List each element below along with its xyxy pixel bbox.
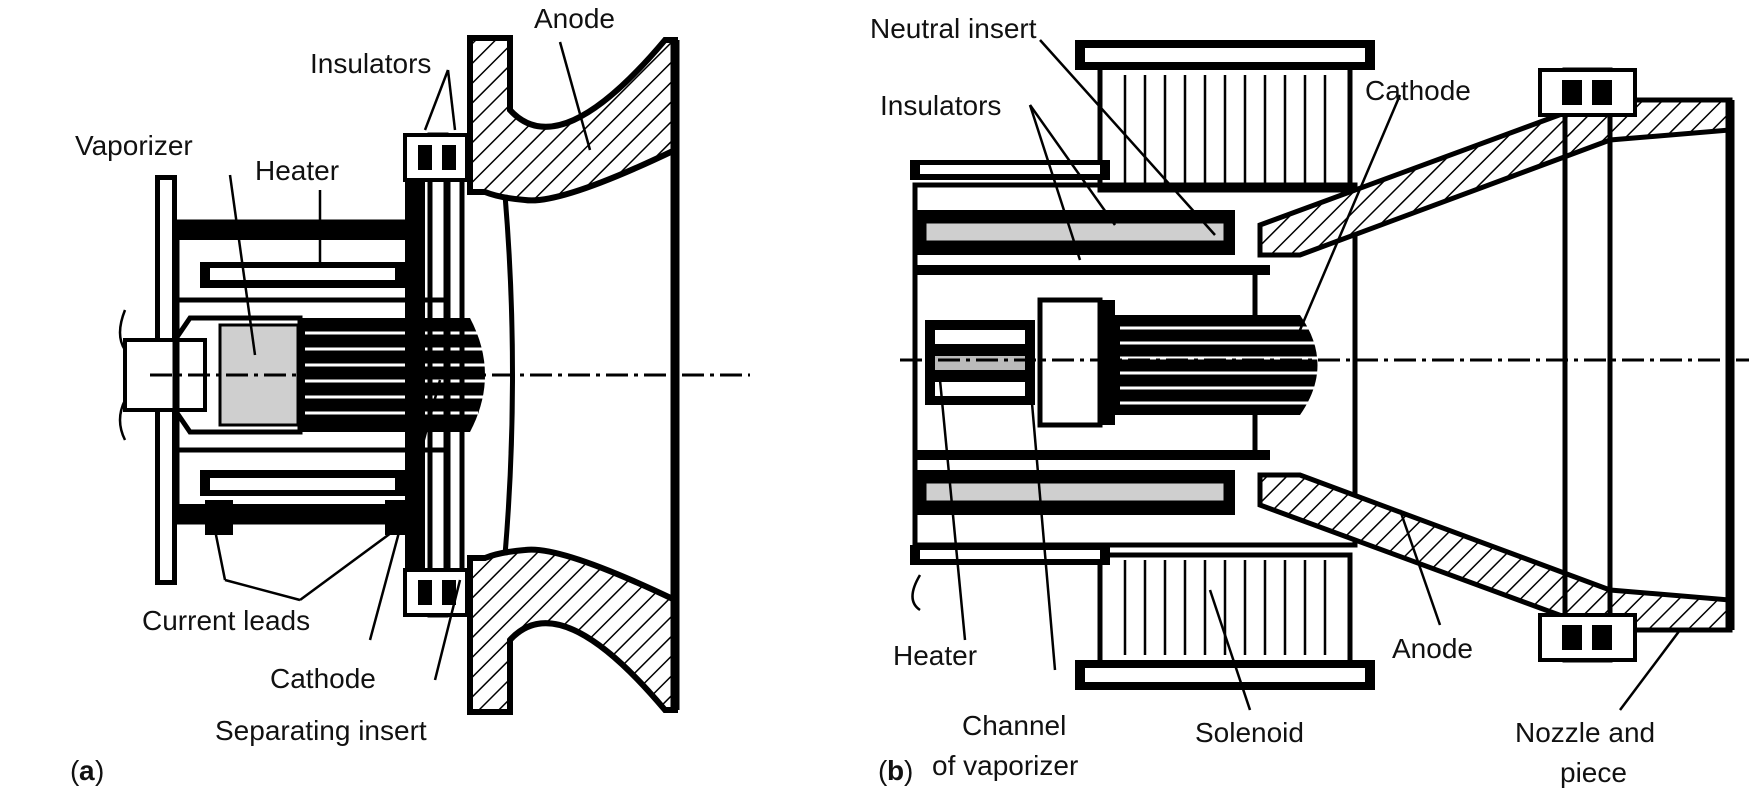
label-b-anode: Anode [1392,633,1473,664]
panel-b-vaporizer-channel [1037,297,1103,428]
panel-a-leaders [213,41,592,681]
label-a-separating-insert: Separating insert [215,715,427,746]
panel-a-heater-coil-top [200,262,405,288]
panel-b-nozzle-clamp-top [1538,68,1637,117]
panel-a-anode-lower [467,546,678,715]
panel-b-leaders [938,39,1681,711]
label-b-channel-line1: Channel [962,710,1066,741]
label-a-insulators: Insulators [310,48,431,79]
panel-a-labels: Anode Insulators Vaporizer Heater Curren… [70,3,615,786]
panel-b-anode-cone-upper [1257,97,1733,258]
label-b-nozzle-line2: piece [1560,757,1627,788]
panel-b-cathode-rods [1115,315,1322,415]
label-b-nozzle-line1: Nozzle and [1515,717,1655,748]
panel-b-nozzle-piece [1562,67,1613,663]
panel-a-insulator-block-top [403,133,469,182]
label-b-solenoid: Solenoid [1195,717,1304,748]
panel-a-anode-upper [467,35,678,204]
label-b-neutral-insert: Neutral insert [870,13,1037,44]
label-a-cathode: Cathode [270,663,376,694]
panel-a-heater-coil-bottom [200,470,405,496]
panel-b-letter-close: ) [904,755,913,786]
panel-b-drawing [900,40,1749,690]
label-a-anode: Anode [534,3,615,34]
label-b-channel-line2: of vaporizer [932,750,1078,781]
label-b-cathode: Cathode [1365,75,1471,106]
label-a-heater: Heater [255,155,339,186]
panel-b-heater-coil [925,320,1035,405]
label-b-heater: Heater [893,640,977,671]
panel-b-solenoid-top [1075,40,1375,193]
panel-a-current-lead-left [205,500,233,535]
panel-b-solenoid-bottom [1075,552,1375,690]
panel-b-labels: Neutral insert Insulators Cathode Heater… [870,13,1655,788]
panel-b-nozzle-clamp-bottom [1538,613,1637,662]
panel-a-letter-close: ) [95,755,104,786]
label-a-vaporizer: Vaporizer [75,130,193,161]
panel-b-letter: b [887,755,904,786]
label-b-insulators: Insulators [880,90,1001,121]
label-a-current-leads: Current leads [142,605,310,636]
panel-a-letter: a [79,755,95,786]
panel-a-letter-open: ( [70,755,80,786]
panel-b-letter-open: ( [878,755,888,786]
